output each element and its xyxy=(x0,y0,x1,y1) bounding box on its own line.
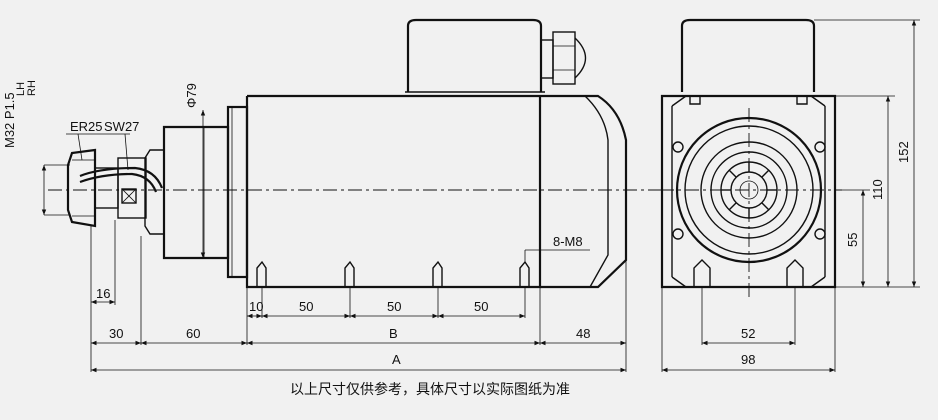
thread-callout: 8-M8 xyxy=(524,234,590,262)
junction-box xyxy=(406,18,543,92)
dim-110: 110 xyxy=(870,179,885,200)
collet-nut xyxy=(66,148,164,228)
dim-50b: 50 xyxy=(387,299,401,314)
front-dimensions: 52 98 55 110 152 xyxy=(661,19,920,373)
dim-B: B xyxy=(389,326,398,341)
motor-body xyxy=(245,94,542,289)
front-junction-box xyxy=(680,18,816,92)
dim-30: 30 xyxy=(109,326,123,341)
collet-labels: ER25 SW27 xyxy=(66,119,139,171)
lh-label: LH xyxy=(15,82,27,96)
dim-16: 16 xyxy=(96,286,110,301)
front-flange xyxy=(226,105,249,279)
caption-text: 以上尺寸仅供参考，具体尺寸以实际图纸为准 xyxy=(290,381,570,398)
dim-55: 55 xyxy=(845,233,860,247)
dim-10: 10 xyxy=(249,299,263,314)
rh-label: RH xyxy=(26,80,38,96)
dim-152: 152 xyxy=(896,141,911,163)
front-view: 52 98 55 110 152 xyxy=(660,18,920,373)
diameter-dim: Φ79 xyxy=(184,83,206,258)
side-dimensions: 16 10 50 50 50 30 60 B 48 A xyxy=(90,220,627,373)
cable-gland xyxy=(540,31,587,85)
dim-48: 48 xyxy=(576,326,590,341)
dim-98: 98 xyxy=(741,352,755,367)
dim-52: 52 xyxy=(741,326,755,341)
spindle-nose xyxy=(162,125,230,260)
front-body xyxy=(660,94,837,289)
mounting-holes xyxy=(256,260,530,287)
m32-label: M32 P1.5 xyxy=(2,92,17,148)
dim-60: 60 xyxy=(186,326,200,341)
m8-label: 8-M8 xyxy=(553,234,583,249)
thread-label: M32 P1.5 LH RH xyxy=(2,80,70,216)
dim-50a: 50 xyxy=(299,299,313,314)
sw27-label: SW27 xyxy=(104,119,139,134)
dim-A: A xyxy=(392,352,401,367)
dim-50c: 50 xyxy=(474,299,488,314)
side-view: M32 P1.5 LH RH ER25 SW27 Φ79 8-M8 xyxy=(2,18,660,373)
er25-label: ER25 xyxy=(70,119,103,134)
rear-cap xyxy=(540,94,628,289)
phi79-label: Φ79 xyxy=(184,83,199,108)
